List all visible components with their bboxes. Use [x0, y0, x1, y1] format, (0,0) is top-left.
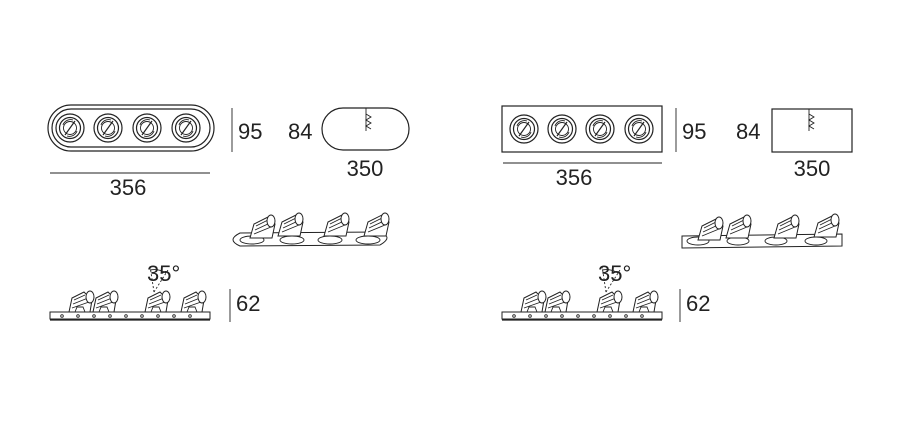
top-height-label: 95 — [238, 119, 262, 144]
spotlight-head-icon — [596, 290, 623, 313]
side-depth-label: 84 — [288, 119, 312, 144]
tilt-angle-label: 35° — [598, 261, 631, 286]
spotlight-head-icon — [544, 290, 571, 313]
spotlight-head-icon — [323, 212, 350, 237]
spotlight-head-icon — [725, 214, 752, 239]
spotlight-head-icon — [68, 290, 95, 313]
lens-icon — [509, 114, 539, 144]
spotlight-head-icon — [697, 216, 724, 241]
profile-view-rounded — [49, 265, 211, 321]
tilt-angle-label: 35° — [147, 261, 180, 286]
spotlight-head-icon — [180, 290, 207, 313]
perspective-view-rounded — [232, 212, 390, 247]
spotlight-head-icon — [363, 212, 390, 237]
spotlight-head-icon — [520, 290, 547, 313]
lens-icon — [585, 114, 615, 144]
spotlight-head-icon — [632, 290, 659, 313]
lens-icon — [132, 113, 162, 143]
side-depth-label: 84 — [736, 119, 760, 144]
profile-height-label: 62 — [236, 291, 260, 316]
perspective-view-square — [681, 213, 843, 249]
profile-height-label: 62 — [686, 291, 710, 316]
side-width-label: 350 — [347, 156, 384, 181]
spotlight-head-icon — [92, 290, 119, 313]
lens-icon — [171, 113, 201, 143]
lens-icon — [624, 114, 654, 144]
top-view-rounded — [47, 104, 215, 152]
variant-rounded: 356 95 84 350 — [47, 104, 410, 322]
top-width-label: 356 — [110, 175, 147, 200]
profile-view-square — [501, 265, 663, 321]
side-view-square — [771, 108, 853, 153]
spotlight-head-icon — [249, 214, 276, 239]
lens-icon — [55, 113, 85, 143]
spotlight-head-icon — [144, 290, 171, 313]
side-width-label: 350 — [794, 156, 831, 181]
top-width-label: 356 — [556, 165, 593, 190]
lens-icon — [93, 113, 123, 143]
spotlight-head-icon — [277, 212, 304, 237]
spotlight-head-icon — [773, 214, 800, 239]
lens-icon — [547, 114, 577, 144]
side-view-rounded — [321, 107, 410, 151]
top-height-label: 95 — [682, 119, 706, 144]
variant-square: 356 95 84 350 — [501, 105, 853, 322]
top-view-square — [501, 105, 663, 153]
spotlight-head-icon — [813, 213, 840, 238]
